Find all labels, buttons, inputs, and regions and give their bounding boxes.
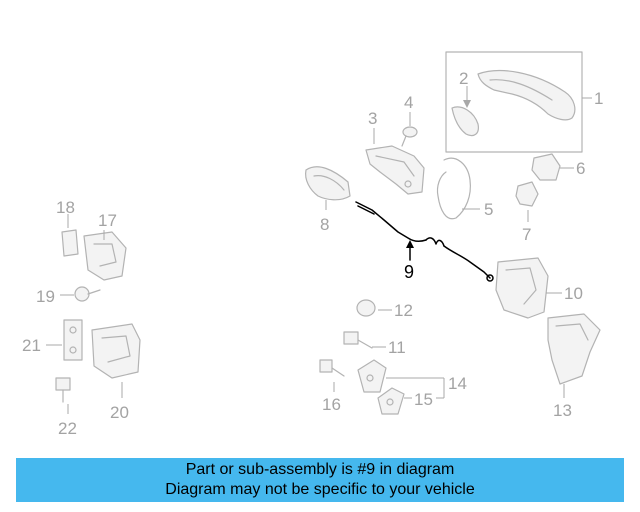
caption-line-1: Part or sub-assembly is #9 in diagram: [185, 461, 455, 478]
part-16-head: [319, 359, 333, 373]
part-17-shape: [83, 231, 127, 281]
part-22-group: 22: [55, 377, 77, 438]
part-11-shank: [357, 339, 373, 349]
part-3-detail: [375, 155, 415, 177]
part-16-shank: [331, 367, 345, 377]
part-1-box: [445, 51, 583, 153]
part-9-cable-upper: [355, 201, 427, 243]
callout-11: 11: [388, 338, 406, 357]
part-11-group: 11: [343, 331, 406, 357]
part-15-hole: [386, 398, 394, 406]
part-20-shape: [91, 323, 141, 379]
part-4-head: [402, 126, 418, 138]
part-18-shape: [61, 229, 79, 257]
part-13-shape: [547, 313, 601, 385]
part-1-outside-handle-group: 1 2: [445, 51, 603, 153]
part-9-cable-end: [357, 205, 375, 215]
part-10-detail: [505, 267, 537, 305]
part-20-group: 20: [91, 323, 141, 422]
callout-17: 17: [98, 211, 117, 230]
part-19-group: 19: [36, 286, 101, 306]
part-18-group: 18: [56, 198, 79, 257]
part-4-shank: [401, 135, 407, 147]
callout-12: 12: [394, 301, 413, 320]
callout-22: 22: [58, 419, 77, 438]
part-3-group: 3: [365, 109, 425, 195]
callout-16: 16: [322, 395, 341, 414]
callout-3: 3: [368, 109, 377, 128]
callout-4: 4: [404, 93, 413, 112]
part-1-handle-shape: [477, 69, 576, 121]
callout-13: 13: [553, 401, 572, 420]
part-12-shape: [356, 299, 376, 317]
part-3-shape: [365, 145, 425, 195]
part-1-handle-line: [489, 79, 553, 101]
part-21-group: 21: [22, 319, 83, 361]
part-7-group: 7: [515, 181, 539, 244]
part-21-hole-a: [69, 326, 77, 334]
callout-14: 14: [448, 374, 467, 393]
part-6-group: 6: [531, 153, 585, 181]
part-6-shape: [531, 153, 561, 181]
part-7-shape: [515, 181, 539, 207]
part-12-group: 12: [356, 299, 413, 320]
part-22-head: [55, 377, 71, 391]
part-21-shape: [63, 319, 83, 361]
part-17-detail: [93, 243, 117, 267]
callout-19: 19: [36, 287, 55, 306]
caption-line-2: Diagram may not be specific to your vehi…: [165, 481, 475, 498]
part-8-shape: [305, 166, 351, 201]
part-9-cable-tip: [486, 274, 494, 282]
part-13-detail: [555, 323, 589, 341]
part-8-detail: [313, 175, 345, 191]
callout-10: 10: [564, 284, 583, 303]
part-9-highlighted-cable: 9: [355, 201, 494, 282]
part-15-plate: [377, 387, 405, 415]
leader-2-arrow: [463, 100, 471, 108]
part-16-group: 16: [319, 359, 345, 414]
part-9-coil: [425, 237, 445, 247]
callout-18: 18: [56, 198, 75, 217]
part-11-head: [343, 331, 359, 345]
callout-1: 1: [594, 89, 603, 108]
part-14-15-group: 14 15: [357, 359, 467, 415]
part-5-cable: [436, 157, 471, 220]
leader-9-arrow: [406, 240, 414, 248]
part-5-group: 5: [436, 157, 493, 220]
callout-2: 2: [459, 69, 468, 88]
part-9-cable-lower: [443, 245, 491, 279]
part-3-hole: [404, 180, 412, 188]
callout-9: 9: [404, 262, 414, 282]
part-19-shank: [87, 289, 101, 295]
callout-6: 6: [576, 159, 585, 178]
part-20-detail: [101, 335, 131, 363]
callout-20: 20: [110, 403, 129, 422]
part-4-group: 4: [401, 93, 418, 147]
part-19-head: [74, 286, 90, 302]
caption-banner: Part or sub-assembly is #9 in diagram Di…: [16, 458, 624, 502]
part-10-group: 10: [495, 257, 583, 319]
callout-15: 15: [414, 390, 433, 409]
part-17-group: 17: [83, 211, 127, 281]
part-8-group: 8: [305, 166, 351, 234]
part-10-shape: [495, 257, 549, 319]
part-2-handle-cap: [451, 106, 479, 137]
part-14-hole: [366, 374, 374, 382]
part-21-hole-b: [69, 346, 77, 354]
callout-8: 8: [320, 215, 329, 234]
callout-5: 5: [484, 200, 493, 219]
callout-7: 7: [522, 225, 531, 244]
callout-21: 21: [22, 336, 41, 355]
part-13-group: 13: [547, 313, 601, 420]
